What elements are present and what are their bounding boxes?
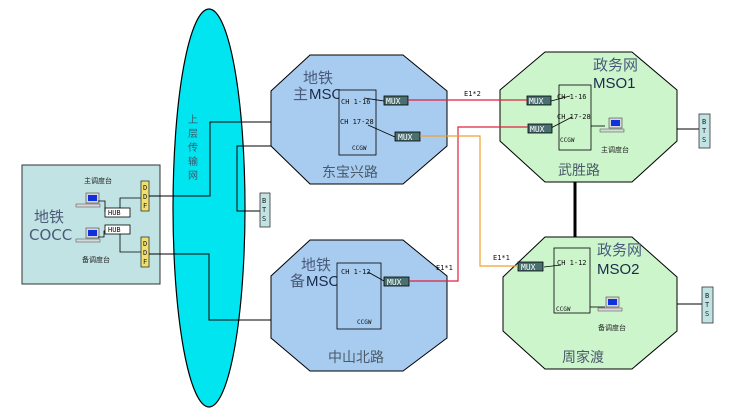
gov-mso1-location: 武胜路 bbox=[558, 163, 600, 179]
metro-primary-title-en: MSO bbox=[309, 86, 343, 103]
mux-gov1-b: MUX bbox=[527, 123, 553, 134]
computer-icon bbox=[599, 117, 625, 133]
e1x1-gov2-label: E1*1 bbox=[493, 254, 510, 262]
svg-text:HUB: HUB bbox=[108, 226, 121, 234]
svg-text:S: S bbox=[702, 136, 706, 144]
svg-text:CH 1-16: CH 1-16 bbox=[341, 98, 371, 106]
svg-text:MUX: MUX bbox=[529, 97, 544, 106]
metro-backup-ccgw bbox=[336, 262, 382, 330]
svg-text:MUX: MUX bbox=[530, 125, 545, 134]
gov-mso1-title-en: MSO1 bbox=[593, 75, 636, 92]
metro-backup-title-cn: 地铁 bbox=[301, 256, 331, 274]
svg-text:网: 网 bbox=[188, 170, 198, 182]
gov-mso2-console-label: 备调度台 bbox=[598, 323, 626, 332]
metro-primary-title-prefix: 主 bbox=[293, 85, 308, 103]
gov-mso2-ccgw bbox=[553, 247, 591, 314]
svg-text:MUX: MUX bbox=[521, 263, 536, 272]
hub-backup: HUB bbox=[104, 224, 131, 235]
cocc-backup-console-label: 备调度台 bbox=[82, 255, 110, 264]
svg-text:输: 输 bbox=[188, 155, 198, 168]
svg-text:B: B bbox=[702, 118, 706, 126]
mux-primary-b: MUX bbox=[394, 131, 421, 142]
bts-gov1: B T S bbox=[698, 113, 711, 149]
svg-text:D: D bbox=[143, 249, 147, 257]
svg-text:F: F bbox=[143, 258, 147, 266]
metro-primary-ccgw bbox=[338, 89, 377, 156]
link-bts-mid bbox=[236, 145, 271, 212]
cocc-title-en: COCC bbox=[29, 226, 72, 244]
svg-text:MUX: MUX bbox=[387, 278, 402, 287]
upper-transport-network bbox=[172, 8, 246, 408]
metro-primary-title-cn: 地铁 bbox=[303, 69, 333, 87]
gov-mso2-title-en: MSO2 bbox=[597, 261, 640, 278]
svg-text:T: T bbox=[702, 127, 707, 135]
svg-text:CCGW: CCGW bbox=[556, 306, 571, 313]
svg-text:D: D bbox=[143, 193, 147, 201]
svg-text:D: D bbox=[143, 184, 147, 192]
mux-gov2: MUX bbox=[517, 261, 544, 272]
hub-primary: HUB bbox=[104, 207, 131, 218]
e1-link-primary-to-gov2 bbox=[420, 135, 518, 267]
metro-backup-title-prefix: 备 bbox=[290, 272, 305, 290]
bts-gov2: B T S bbox=[701, 286, 714, 324]
ddf-bottom: D D F bbox=[140, 236, 150, 268]
svg-text:MUX: MUX bbox=[398, 133, 413, 142]
gov-mso1-console-label: 主调度台 bbox=[601, 145, 629, 154]
computer-icon bbox=[597, 296, 623, 312]
e1-link-backup-to-gov1 bbox=[409, 126, 528, 282]
svg-text:CCGW: CCGW bbox=[352, 145, 367, 152]
mux-backup: MUX bbox=[383, 276, 410, 287]
svg-text:F: F bbox=[143, 202, 147, 210]
link-cocc-to-primary bbox=[149, 121, 271, 197]
svg-text:T: T bbox=[262, 206, 267, 214]
svg-text:CH 17-28: CH 17-28 bbox=[557, 113, 591, 121]
ddf-top: D D F bbox=[140, 180, 150, 212]
computer-icon bbox=[75, 192, 101, 208]
e1x1-backup-label: E1*1 bbox=[436, 264, 453, 272]
svg-text:HUB: HUB bbox=[108, 209, 121, 217]
svg-text:CH 17-28: CH 17-28 bbox=[340, 118, 374, 126]
metro-primary-location: 东宝兴路 bbox=[322, 165, 378, 181]
svg-text:传: 传 bbox=[188, 142, 198, 154]
metro-backup-location: 中山北路 bbox=[328, 350, 384, 366]
svg-text:CCGW: CCGW bbox=[357, 319, 372, 326]
mux-gov1-a: MUX bbox=[526, 95, 552, 106]
gov-mso2-title-cn: 政务网 bbox=[597, 241, 642, 259]
svg-text:MUX: MUX bbox=[386, 97, 401, 106]
svg-text:上: 上 bbox=[188, 114, 198, 126]
computer-icon bbox=[75, 227, 101, 243]
svg-text:B: B bbox=[262, 197, 266, 205]
cocc-title-cn: 地铁 bbox=[34, 208, 64, 226]
metro-backup-title-en: MSO bbox=[306, 273, 340, 290]
svg-text:B: B bbox=[705, 292, 709, 300]
cocc-primary-console-label: 主调度台 bbox=[84, 176, 112, 185]
gov-mso2-location: 周家渡 bbox=[562, 349, 604, 366]
bts-mid: B T S bbox=[259, 192, 271, 228]
gov-mso1-title-cn: 政务网 bbox=[593, 56, 638, 74]
link-cocc-to-backup bbox=[149, 253, 271, 321]
e1x2-label: E1*2 bbox=[464, 90, 481, 98]
svg-text:T: T bbox=[705, 301, 710, 309]
svg-text:S: S bbox=[705, 310, 709, 318]
svg-text:S: S bbox=[262, 215, 266, 223]
cocc-box bbox=[21, 164, 161, 285]
svg-text:CH 1-16: CH 1-16 bbox=[557, 93, 587, 101]
svg-text:层: 层 bbox=[188, 128, 198, 140]
svg-text:CH 1-12: CH 1-12 bbox=[557, 259, 587, 267]
svg-text:D: D bbox=[143, 240, 147, 248]
transport-label: 上 层 传 输 网 bbox=[188, 114, 198, 182]
gov-mso1-ccgw bbox=[558, 84, 592, 151]
mux-primary-a: MUX bbox=[383, 95, 409, 106]
svg-text:CCGW: CCGW bbox=[560, 137, 575, 144]
svg-text:CH 1-12: CH 1-12 bbox=[341, 268, 371, 276]
